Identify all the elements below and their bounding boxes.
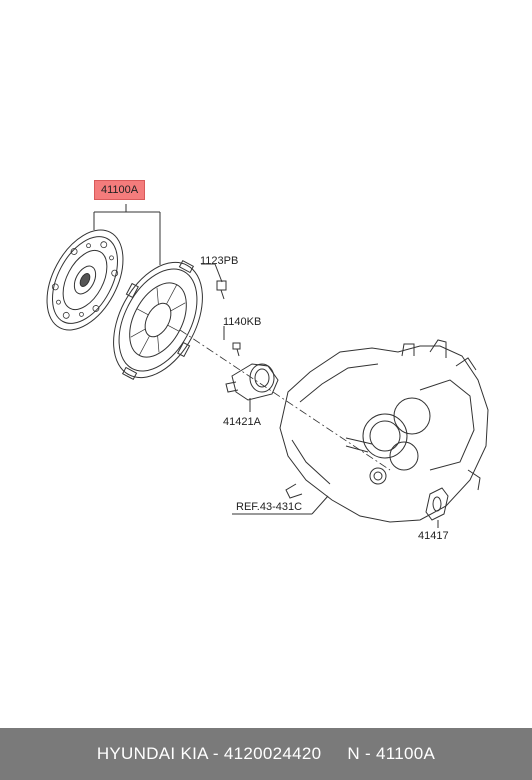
callout-41417: 41417: [418, 530, 449, 542]
assembly-axis: [179, 329, 391, 471]
callout-ref-43-431c: REF.43-431C: [236, 501, 303, 513]
callout-41421a: 41421A: [223, 416, 261, 428]
callout-41100a: 41100A: [94, 180, 146, 200]
callout-1140kb: 1140KB: [223, 316, 262, 328]
clutch-disc: [46, 229, 124, 331]
part-number-footer: HYUNDAI KIA - 4120024420 N - 41100A: [0, 728, 532, 780]
bolt-1140kb: [223, 326, 241, 357]
pressure-plate: [113, 259, 203, 381]
transaxle-housing: [279, 339, 489, 523]
exploded-parts-diagram: [46, 204, 489, 528]
footer-part-number: HYUNDAI KIA - 4120024420: [96, 744, 322, 763]
callout-1123pb: 1123PB: [200, 255, 239, 267]
cover-41417: [425, 487, 449, 528]
clutch-set-bracket: [93, 204, 161, 265]
bolt-1123pb: [201, 263, 227, 300]
release-bearing: [225, 363, 279, 412]
footer-reference: N - 41100A: [347, 744, 436, 763]
ref-leader: [232, 495, 329, 515]
